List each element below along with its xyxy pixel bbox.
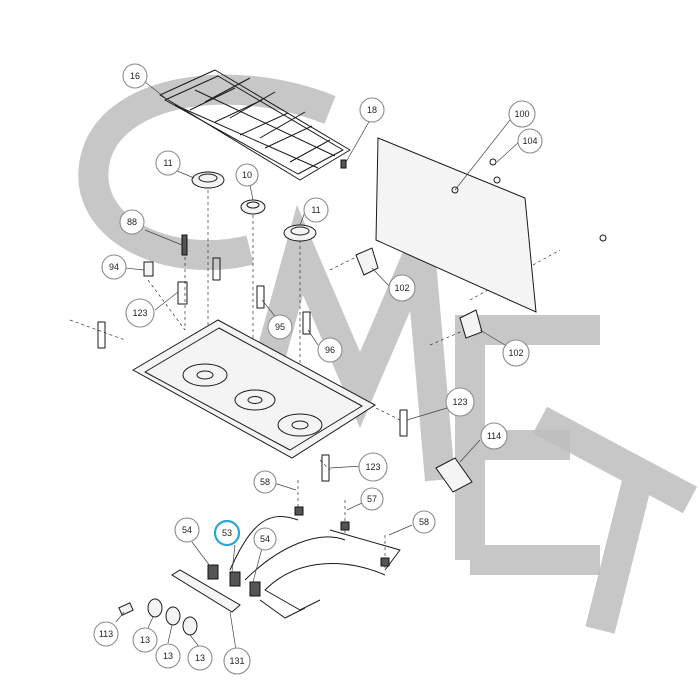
callout-113[interactable]: 113 (93, 621, 119, 647)
callout-circle[interactable] (445, 387, 475, 417)
callout-circle[interactable] (360, 487, 384, 511)
watermark-letter-m (235, 204, 455, 482)
control-knobs (147, 598, 198, 636)
callout-circle[interactable] (101, 254, 127, 280)
callout-circle[interactable] (359, 97, 385, 123)
callout-circle[interactable] (155, 150, 181, 176)
callout-circle[interactable] (388, 274, 416, 302)
glass-lid (375, 137, 607, 313)
callout-18[interactable]: 18 (359, 97, 385, 123)
callout-53[interactable]: 53 (213, 519, 241, 547)
callout-circle[interactable] (122, 63, 148, 89)
callout-circle[interactable] (119, 209, 145, 235)
pan-support-grid (159, 69, 351, 181)
callout-circle[interactable] (155, 643, 181, 669)
gas-manifold (118, 564, 261, 616)
callout-circle[interactable] (502, 339, 530, 367)
callout-circle[interactable] (93, 621, 119, 647)
callout-102[interactable]: 102 (502, 339, 530, 367)
callout-circle[interactable] (213, 519, 241, 547)
callout-131[interactable]: 131 (223, 647, 251, 675)
callout-11[interactable]: 11 (155, 150, 181, 176)
callout-102[interactable]: 102 (388, 274, 416, 302)
callout-circle[interactable] (358, 452, 388, 482)
callout-circle[interactable] (125, 298, 155, 328)
callout-circle[interactable] (303, 197, 329, 223)
callout-10[interactable]: 10 (235, 163, 259, 187)
callout-circle[interactable] (235, 163, 259, 187)
callout-94[interactable]: 94 (101, 254, 127, 280)
callout-circle[interactable] (317, 337, 343, 363)
watermark-letter-t (532, 406, 698, 634)
callout-88[interactable]: 88 (119, 209, 145, 235)
callout-104[interactable]: 104 (517, 128, 543, 154)
callout-circle[interactable] (132, 627, 158, 653)
hob-tray (131, 319, 376, 459)
callout-57[interactable]: 57 (360, 487, 384, 511)
callout-13[interactable]: 13 (155, 643, 181, 669)
callout-16[interactable]: 16 (122, 63, 148, 89)
callout-100[interactable]: 100 (508, 100, 536, 128)
screw-18 (340, 159, 347, 169)
callout-circle[interactable] (508, 100, 536, 128)
callout-circle[interactable] (223, 647, 251, 675)
callout-13[interactable]: 13 (187, 645, 213, 671)
callout-11[interactable]: 11 (303, 197, 329, 223)
callout-circle[interactable] (253, 527, 277, 551)
callout-circle[interactable] (253, 470, 277, 494)
callout-58[interactable]: 58 (412, 510, 436, 534)
watermark (78, 74, 698, 634)
callout-96[interactable]: 96 (317, 337, 343, 363)
callout-circle[interactable] (267, 314, 293, 340)
ignition-module (435, 457, 473, 493)
burner-caps (191, 171, 317, 242)
callout-54[interactable]: 54 (253, 527, 277, 551)
watermark-letter-o (78, 74, 336, 271)
callout-58[interactable]: 58 (253, 470, 277, 494)
callout-123[interactable]: 123 (358, 452, 388, 482)
callout-123[interactable]: 123 (125, 298, 155, 328)
callout-114[interactable]: 114 (480, 422, 508, 450)
ignition-parts (97, 234, 408, 482)
callout-circle[interactable] (174, 517, 200, 543)
callout-circle[interactable] (412, 510, 436, 534)
callout-95[interactable]: 95 (267, 314, 293, 340)
callout-13[interactable]: 13 (132, 627, 158, 653)
callout-circle[interactable] (480, 422, 508, 450)
callout-54[interactable]: 54 (174, 517, 200, 543)
callout-circle[interactable] (517, 128, 543, 154)
callout-123[interactable]: 123 (445, 387, 475, 417)
gas-pipes (229, 506, 401, 619)
callout-circle[interactable] (187, 645, 213, 671)
